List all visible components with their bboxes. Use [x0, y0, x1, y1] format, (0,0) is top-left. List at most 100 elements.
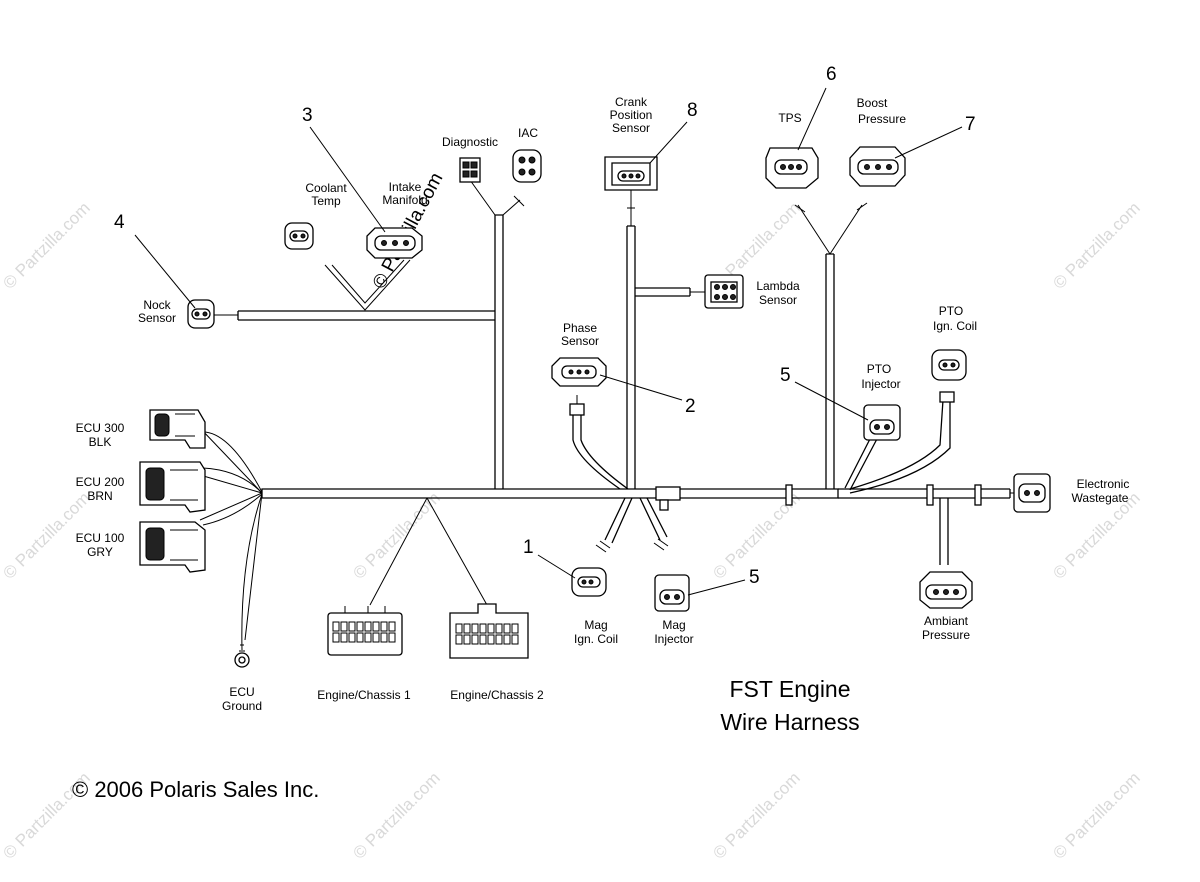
watermark: © Partzilla.com: [1049, 768, 1143, 862]
copyright-text: © 2006 Polaris Sales Inc.: [72, 777, 319, 802]
electronic-wastegate-connector: [1013, 473, 1051, 513]
callout-4: 4: [114, 212, 125, 233]
connector-pin: [388, 632, 396, 643]
callout-5: 5: [749, 567, 760, 588]
label-coolant: Temp: [311, 194, 341, 208]
diagram-title: FST Engine: [729, 676, 850, 702]
label-ecu-ground: Ground: [222, 699, 262, 713]
label-mag-coil: Mag: [584, 618, 607, 632]
iac-connector: [512, 149, 542, 183]
label-ecu-100: GRY: [87, 545, 113, 559]
relay-tab: [659, 499, 669, 511]
label-chassis-1: Engine/Chassis 1: [317, 688, 411, 702]
label-pto-coil: PTO: [939, 304, 963, 318]
connector-pin: [372, 621, 380, 632]
connector-pin: [348, 621, 356, 632]
lambda-sensor-connector: [704, 274, 744, 309]
label-pto-injector: Injector: [861, 377, 900, 391]
intake-manifold-connector: [366, 227, 423, 259]
connector-pin: [372, 632, 380, 643]
label-crank: Sensor: [612, 121, 650, 135]
label-mag-injector: Mag: [662, 618, 685, 632]
label-phase: Sensor: [561, 334, 599, 348]
connector-pin: [455, 634, 463, 645]
label-lambda: Sensor: [759, 293, 797, 307]
label-ambient: Pressure: [922, 628, 970, 642]
label-nock: Sensor: [138, 311, 176, 325]
label-lambda: Lambda: [756, 279, 800, 293]
connector-pin: [340, 621, 348, 632]
label-ecu-ground: ECU: [229, 685, 254, 699]
tps-connector: [765, 147, 819, 189]
connector-pin: [511, 623, 519, 634]
ambient-pressure-connector: [919, 571, 973, 609]
connector-pin: [455, 623, 463, 634]
callout-1: 1: [523, 537, 534, 558]
label-phase: Phase: [563, 321, 597, 335]
label-ecu-200: ECU 200: [76, 475, 125, 489]
connector-pin: [340, 632, 348, 643]
ecu-100-connector: [139, 521, 206, 573]
label-intake: Intake: [389, 180, 422, 194]
callout-numbers: 4 3 8 6 7 2 5 1 5: [114, 64, 976, 588]
connector-pin: [364, 621, 372, 632]
label-chassis-2: Engine/Chassis 2: [450, 688, 544, 702]
connector-pin: [356, 621, 364, 632]
label-crank: Position: [610, 108, 653, 122]
connector-pin: [388, 621, 396, 632]
label-ambient: Ambiant: [924, 614, 969, 628]
connector-pin: [495, 623, 503, 634]
diagnostic-connector: [459, 157, 481, 183]
boost-pressure-connector: [849, 146, 906, 187]
connector-pin: [348, 632, 356, 643]
connector-pin: [471, 623, 479, 634]
mag-injector-connector: [654, 574, 690, 612]
label-diagnostic: Diagnostic: [442, 135, 498, 149]
connector-pin: [471, 634, 479, 645]
callout-6: 6: [826, 64, 837, 85]
connector-pin: [487, 634, 495, 645]
pto-coil-connector: [931, 349, 967, 381]
component-labels: Diagnostic IAC Crank Position Sensor TPS…: [76, 95, 1130, 713]
relay-block: [655, 486, 681, 501]
connector-pin: [332, 632, 340, 643]
diagram-title: Wire Harness: [720, 709, 859, 735]
crank-position-connector: [604, 156, 658, 191]
pto-injector-connector: [863, 404, 901, 441]
watermark: © Partzilla.com: [349, 768, 443, 862]
label-boost: Boost: [857, 96, 888, 110]
label-tps: TPS: [778, 111, 801, 125]
callout-7: 7: [965, 114, 976, 135]
label-ecu-300: BLK: [89, 435, 112, 449]
connector-pin: [487, 623, 495, 634]
callout-5: 5: [780, 365, 791, 386]
watermark: © Partzilla.com: [1049, 198, 1143, 292]
label-ecu-100: ECU 100: [76, 531, 125, 545]
ecu-300-connector: [149, 409, 206, 449]
connector-pin: [503, 634, 511, 645]
connector-pin: [511, 634, 519, 645]
callout-8: 8: [687, 100, 698, 121]
connector-pin: [503, 623, 511, 634]
callout-3: 3: [302, 105, 313, 126]
connector-pin: [380, 621, 388, 632]
connector-pin: [479, 634, 487, 645]
label-ecu-300: ECU 300: [76, 421, 125, 435]
connector-pin: [356, 632, 364, 643]
label-mag-injector: Injector: [654, 632, 693, 646]
connector-pin: [495, 634, 503, 645]
leader-lines: [134, 87, 963, 596]
connector-pin: [479, 623, 487, 634]
watermark: © Partzilla.com: [709, 768, 803, 862]
label-pto-coil: Ign. Coil: [933, 319, 977, 333]
label-iac: IAC: [518, 126, 538, 140]
label-mag-coil: Ign. Coil: [574, 632, 618, 646]
label-crank: Crank: [615, 95, 648, 109]
mag-coil-connector: [571, 567, 607, 597]
label-ecu-200: BRN: [87, 489, 112, 503]
ecu-200-connector: [139, 461, 206, 513]
phase-sensor-connector: [551, 357, 607, 387]
label-pto-injector: PTO: [867, 362, 891, 376]
watermark: © Partzilla.com: [0, 198, 94, 292]
